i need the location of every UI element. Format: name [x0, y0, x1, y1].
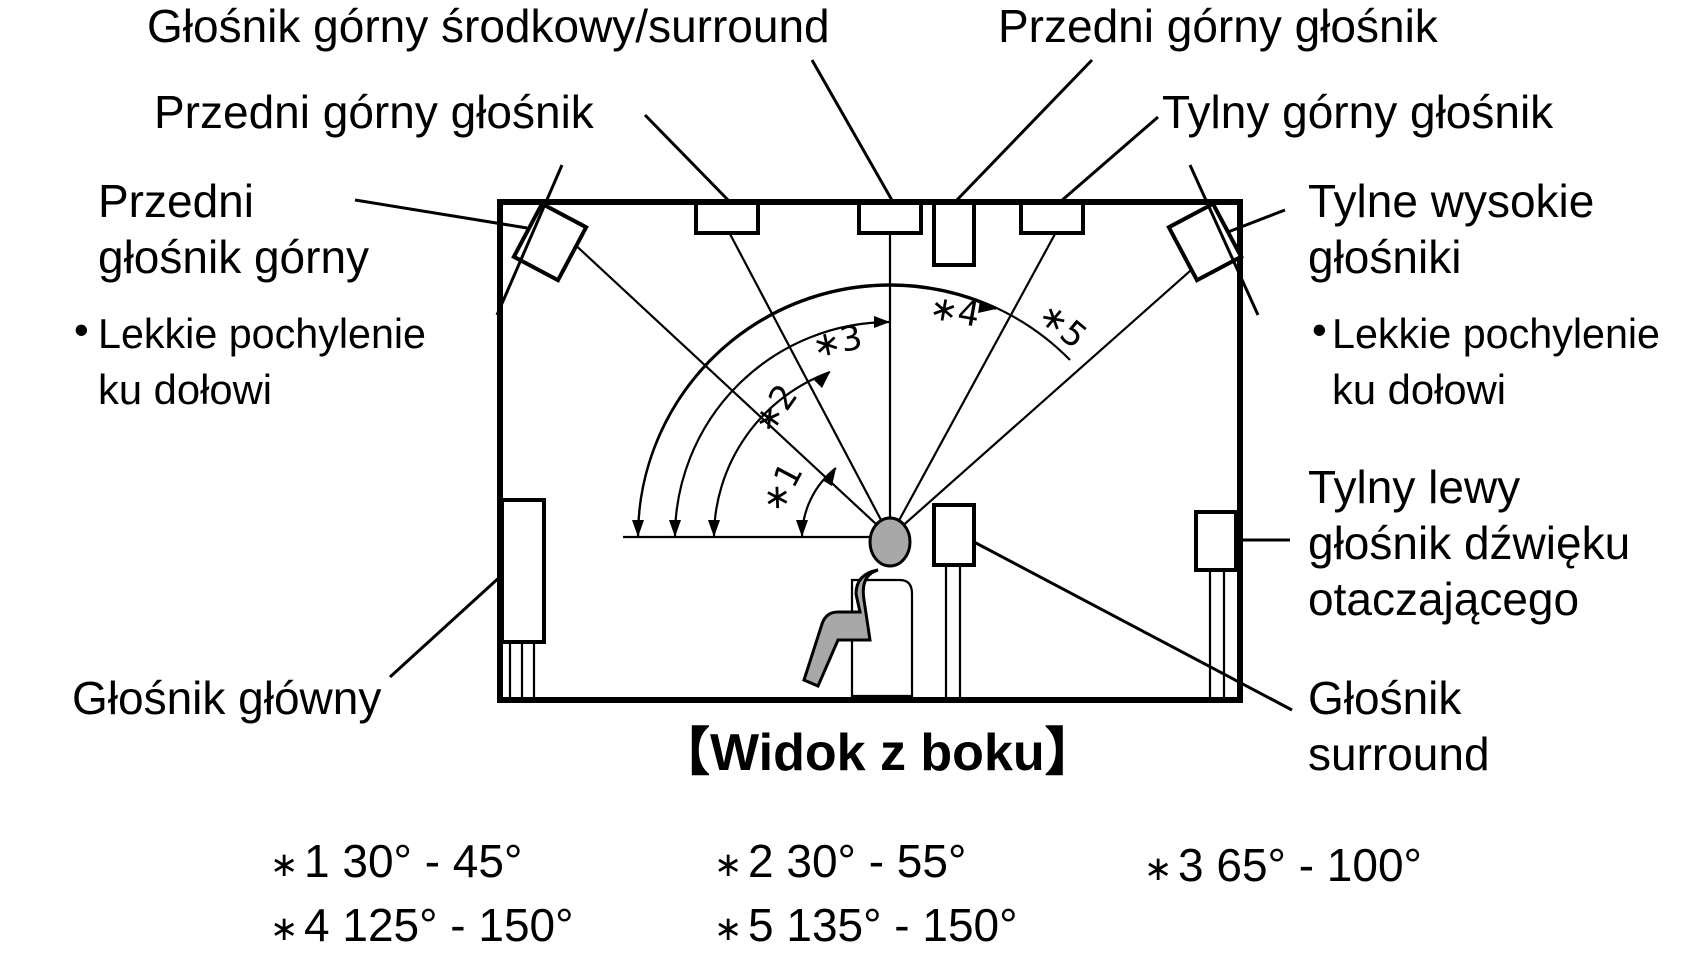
angle-mark-5: ∗5 [1030, 294, 1094, 357]
surround-speaker [932, 503, 976, 567]
surround-label-line2: surround [1308, 728, 1490, 780]
top-middle-speaker [857, 201, 923, 235]
listener-figure [802, 516, 914, 698]
top-rear-label: Tylny górny głośnik [1162, 86, 1554, 138]
rear-tilt-line1: Lekkie pochylenie [1332, 310, 1660, 357]
main-speaker-label: Głośnik główny [72, 672, 381, 724]
legend-mark-1: ∗ [270, 845, 299, 885]
legend-mark-2: ∗ [714, 845, 743, 885]
surround-back-label-line3: otaczającego [1308, 573, 1579, 625]
top-front-right-label: Przedni górny głośnik [998, 0, 1439, 52]
legend-range-3: 3 65° - 100° [1178, 839, 1422, 891]
leader-lines [354, 58, 1293, 712]
angle-mark-4: ∗4 [926, 287, 982, 335]
view-title: 【Widok z boku】 [658, 724, 1097, 782]
angle-mark-3: ∗3 [809, 317, 866, 367]
rear-height-speaker [1166, 201, 1244, 283]
arrowheads [632, 300, 996, 537]
surround-back-label-line1: Tylny lewy [1308, 461, 1520, 513]
angle-range-legend: ∗ 1 30° - 45° ∗ 2 30° - 55° ∗ 3 65° - 10… [270, 835, 1422, 951]
angle-arcs [636, 283, 1071, 538]
legend-mark-5: ∗ [714, 909, 743, 949]
legend-mark-4: ∗ [270, 909, 299, 949]
surround-label-line1: Głośnik [1308, 672, 1462, 724]
surround-back-speaker [1194, 510, 1238, 572]
front-tilt-line2: ku dołowi [98, 366, 272, 413]
speaker-stands [508, 565, 1226, 700]
top-rear-speaker [1019, 201, 1085, 235]
front-dolby-speaker [511, 201, 589, 283]
top-front-speaker [694, 201, 760, 235]
front-dolby-label-line1: Przedni [98, 175, 254, 227]
top-center-speaker [932, 201, 976, 267]
angle-mark-1: ∗1 [753, 456, 812, 519]
legend-range-1: 1 30° - 45° [304, 835, 522, 887]
top-front-label: Przedni górny głośnik [154, 86, 595, 138]
legend-mark-3: ∗ [1144, 849, 1173, 889]
legend-range-5: 5 135° - 150° [748, 899, 1018, 951]
main-speaker [500, 498, 546, 644]
front-tilt-bullet: • [74, 306, 89, 353]
speakers [500, 201, 1244, 644]
top-center-surround-label: Głośnik górny środkowy/surround [147, 0, 830, 52]
rear-height-label-line1: Tylne wysokie [1308, 175, 1594, 227]
front-dolby-label-line2: głośnik górny [98, 231, 369, 283]
legend-range-2: 2 30° - 55° [748, 835, 966, 887]
front-tilt-line1: Lekkie pochylenie [98, 310, 426, 357]
legend-range-4: 4 125° - 150° [304, 899, 574, 951]
rear-tilt-line2: ku dołowi [1332, 366, 1506, 413]
rear-tilt-bullet: • [1312, 306, 1327, 353]
rear-height-label-line2: głośniki [1308, 231, 1461, 283]
surround-back-label-line2: głośnik dźwięku [1308, 517, 1630, 569]
sight-lines [569, 233, 1226, 538]
